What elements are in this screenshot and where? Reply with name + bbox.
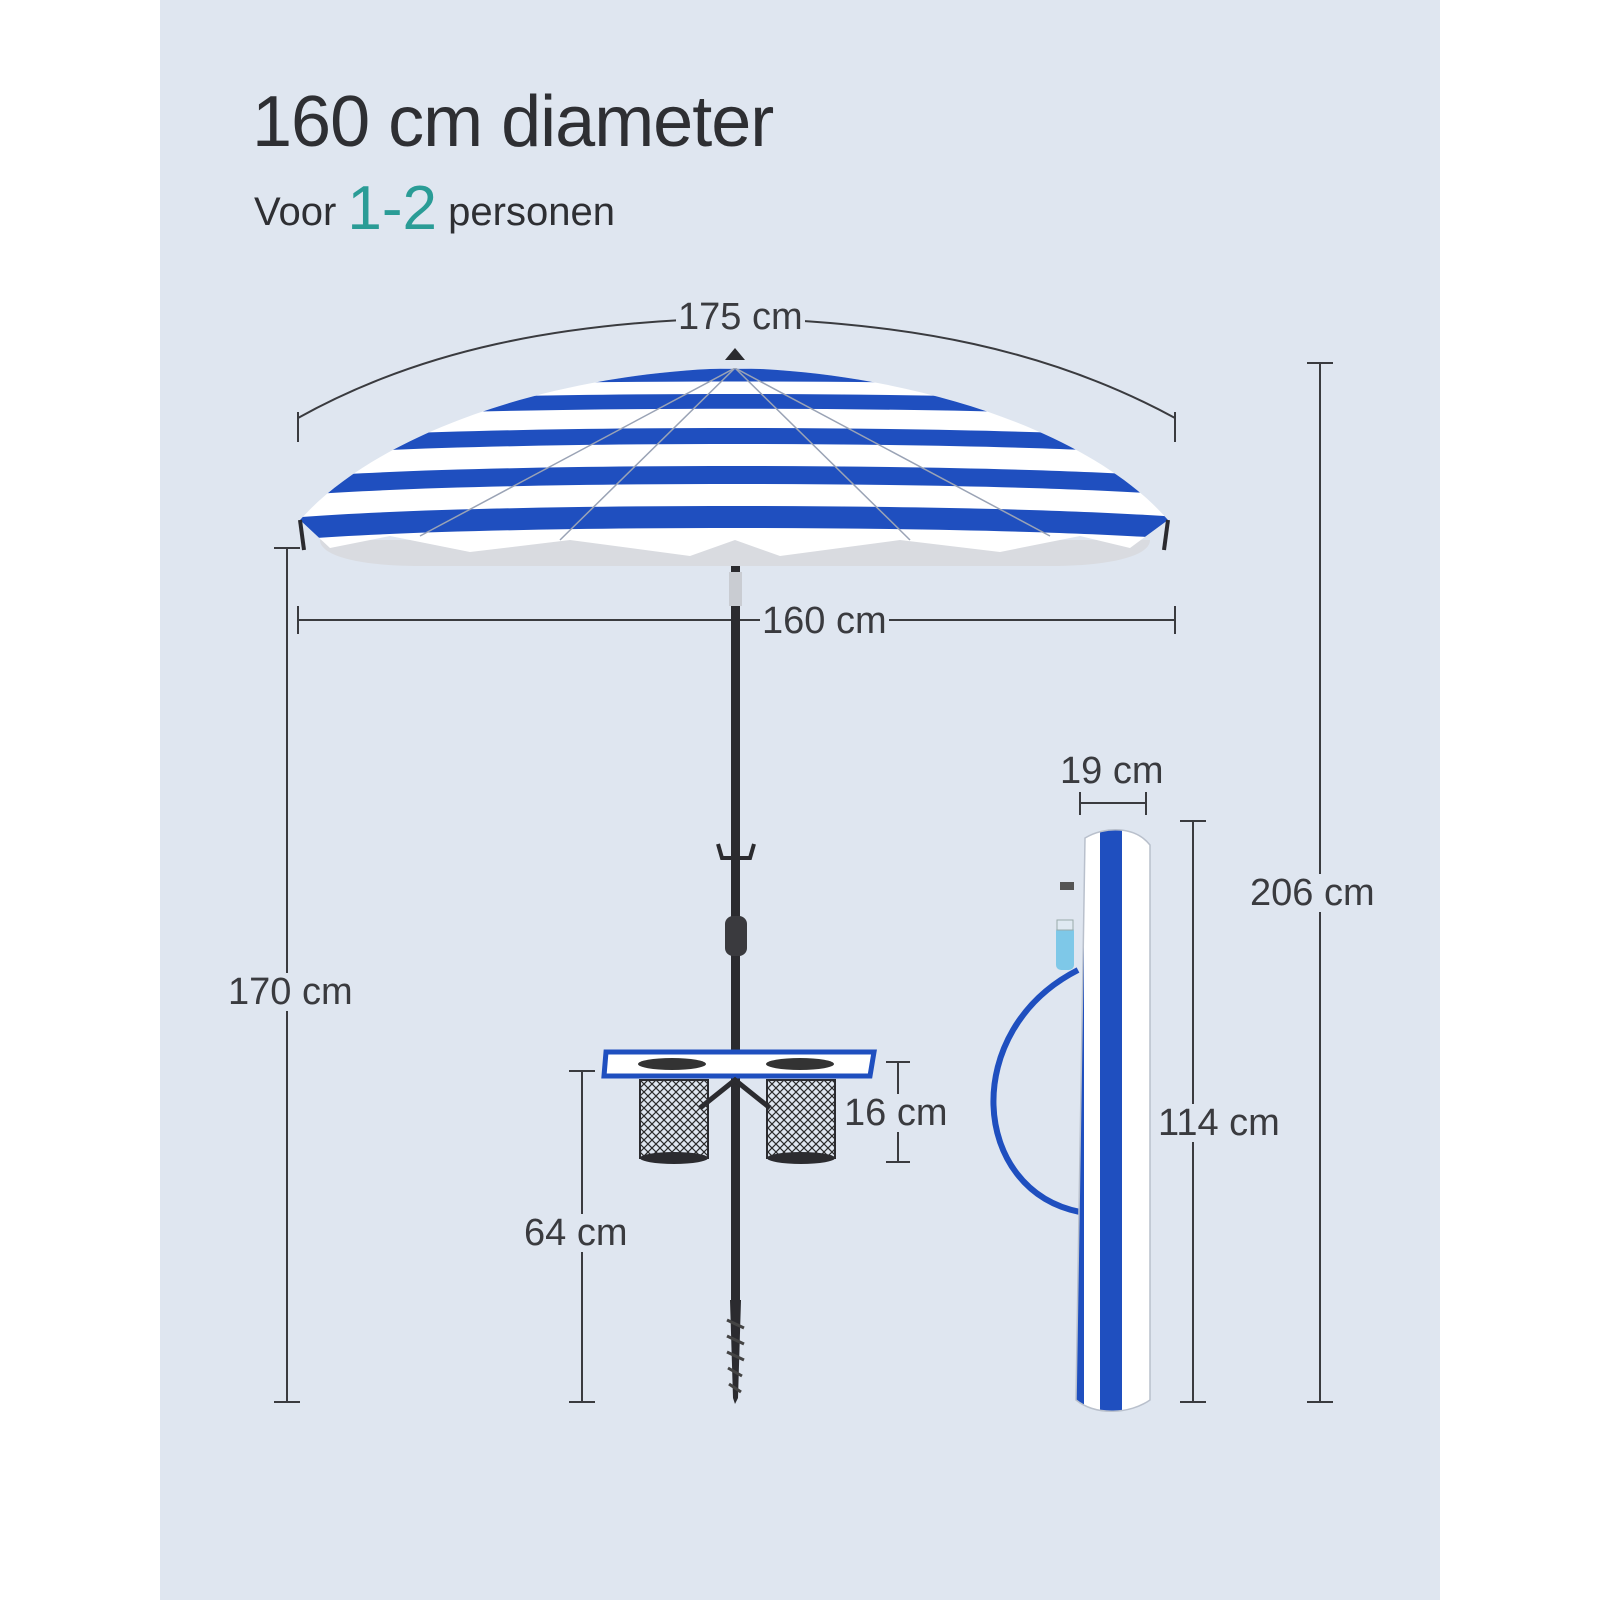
background-panel bbox=[160, 0, 1440, 1600]
umbrella-pole bbox=[716, 530, 756, 1404]
subtitle-accent: 1-2 bbox=[347, 174, 438, 243]
bag-width-label: 19 cm bbox=[1058, 750, 1166, 792]
cup-height-label: 16 cm bbox=[842, 1092, 950, 1134]
subtitle-suffix: personen bbox=[448, 190, 615, 234]
page-title: 160 cm diameter bbox=[252, 82, 774, 162]
umbrella-table bbox=[601, 1049, 877, 1164]
carry-bag bbox=[990, 828, 1151, 1412]
page-subtitle: Voor 1-2 personen bbox=[254, 178, 615, 240]
umbrella-canopy bbox=[298, 348, 1170, 566]
bag-height-label: 114 cm bbox=[1156, 1102, 1282, 1144]
pole-height-label: 170 cm bbox=[226, 971, 355, 1013]
canopy-width-label: 160 cm bbox=[760, 600, 889, 642]
subtitle-prefix: Voor bbox=[254, 190, 337, 234]
total-height-label: 206 cm bbox=[1248, 872, 1377, 914]
arc-width-label: 175 cm bbox=[676, 296, 805, 338]
table-height-label: 64 cm bbox=[522, 1212, 630, 1254]
